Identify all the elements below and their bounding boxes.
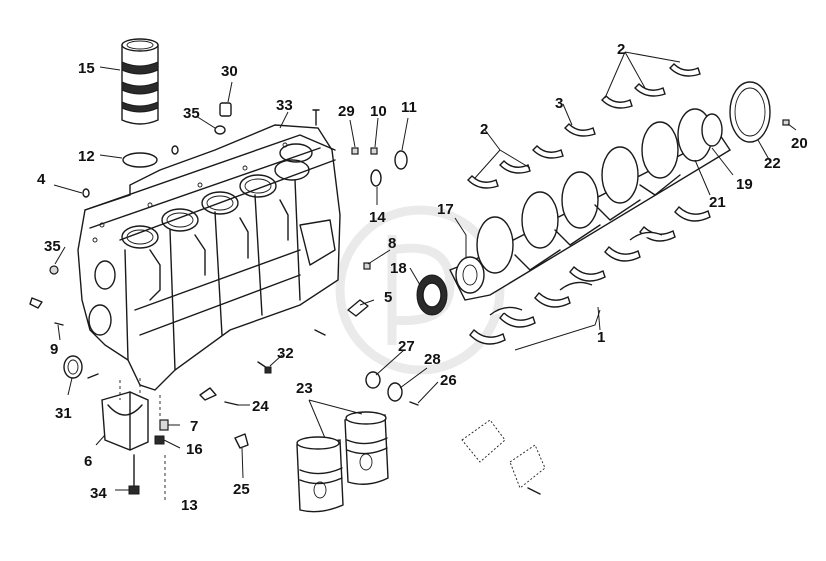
callout-18: 18 — [390, 260, 407, 277]
callout-28: 28 — [424, 351, 441, 368]
callout-3: 3 — [555, 95, 563, 112]
fitting-left — [29, 297, 43, 309]
pin-24 — [224, 401, 239, 406]
main-bearing-shells — [467, 63, 711, 345]
callout-27: 27 — [398, 338, 415, 355]
callout-35-left: 35 — [44, 238, 61, 255]
callout-26: 26 — [440, 372, 457, 389]
callout-11: 11 — [401, 99, 417, 116]
dowel-pin — [312, 109, 320, 126]
seal-14 — [370, 169, 382, 187]
pin-9 — [54, 322, 64, 326]
callout-29: 29 — [338, 103, 355, 120]
pin-20 — [782, 119, 790, 126]
plug-29 — [351, 147, 359, 155]
pin-26 — [409, 401, 419, 406]
callout-13: 13 — [181, 497, 198, 514]
callout-31: 31 — [55, 405, 72, 422]
callout-1: 1 — [597, 329, 605, 346]
watermark-logo — [335, 205, 505, 375]
crankshaft — [449, 108, 731, 301]
callout-12: 12 — [78, 148, 95, 165]
plug-left-bottom — [87, 373, 99, 379]
bolt-16 — [154, 435, 165, 445]
pin-4 — [82, 188, 90, 198]
nozzle-block — [199, 387, 217, 401]
nozzle-25 — [234, 433, 249, 449]
bolt-7 — [159, 419, 169, 431]
callout-24: 24 — [252, 398, 269, 415]
rear-seal-ring — [729, 81, 771, 143]
callout-23: 23 — [296, 380, 313, 397]
callout-6: 6 — [84, 453, 92, 470]
callout-35-top: 35 — [183, 105, 200, 122]
callout-9: 9 — [50, 341, 58, 358]
callout-22: 22 — [764, 155, 781, 172]
callout-16: 16 — [186, 441, 203, 458]
pin-block-top — [171, 145, 179, 155]
callout-4: 4 — [37, 171, 46, 188]
liner-seal-ring — [122, 152, 158, 168]
callout-7: 7 — [190, 418, 198, 435]
plug-35-left — [49, 265, 59, 275]
callout-21: 21 — [709, 194, 726, 211]
seal-11 — [394, 150, 408, 170]
callout-30: 30 — [221, 63, 238, 80]
gasket-plates — [461, 419, 546, 495]
leader-lines — [53, 51, 797, 491]
bracket-5 — [347, 299, 369, 317]
callout-labels: 15 12 4 35 35 30 33 29 10 11 14 8 18 5 9… — [37, 41, 808, 514]
callout-10: 10 — [370, 103, 387, 120]
callout-15: 15 — [78, 60, 95, 77]
callout-19: 19 — [736, 176, 753, 193]
plug-10 — [370, 147, 378, 155]
thrust-washers — [365, 371, 403, 402]
callout-20: 20 — [791, 135, 808, 152]
plug-8 — [363, 262, 371, 270]
block-small-parts — [29, 102, 419, 449]
callout-2-top: 2 — [617, 41, 625, 58]
plug-30 — [219, 102, 232, 117]
cylinder-liner — [121, 38, 159, 125]
pin-32b — [264, 366, 272, 374]
callout-5: 5 — [384, 289, 392, 306]
callout-32: 32 — [277, 345, 294, 362]
callout-17: 17 — [437, 201, 454, 218]
seal-31 — [63, 355, 83, 379]
engine-block — [77, 124, 341, 391]
piston-pair — [296, 411, 389, 513]
callout-34: 34 — [90, 485, 107, 502]
callout-14: 14 — [369, 209, 386, 226]
callout-2-left: 2 — [480, 121, 488, 138]
pin-mid — [314, 329, 326, 336]
callout-25: 25 — [233, 481, 250, 498]
main-bearing-cap — [101, 378, 169, 500]
callout-8: 8 — [388, 235, 396, 252]
plug-35-top — [214, 125, 226, 135]
crankshaft-gear — [416, 274, 448, 316]
callout-33: 33 — [276, 97, 293, 114]
